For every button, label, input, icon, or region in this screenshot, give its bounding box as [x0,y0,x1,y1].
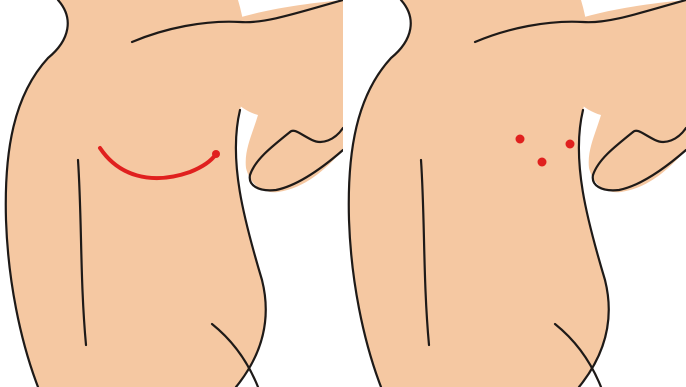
torso-illustration-left [0,0,343,387]
incision-end-dot [212,150,220,158]
torso-illustration-right [343,0,686,387]
panel-right [343,0,686,387]
panel-left [0,0,343,387]
port-site-2 [538,158,547,167]
port-site-1 [516,135,525,144]
port-site-3 [566,140,575,149]
